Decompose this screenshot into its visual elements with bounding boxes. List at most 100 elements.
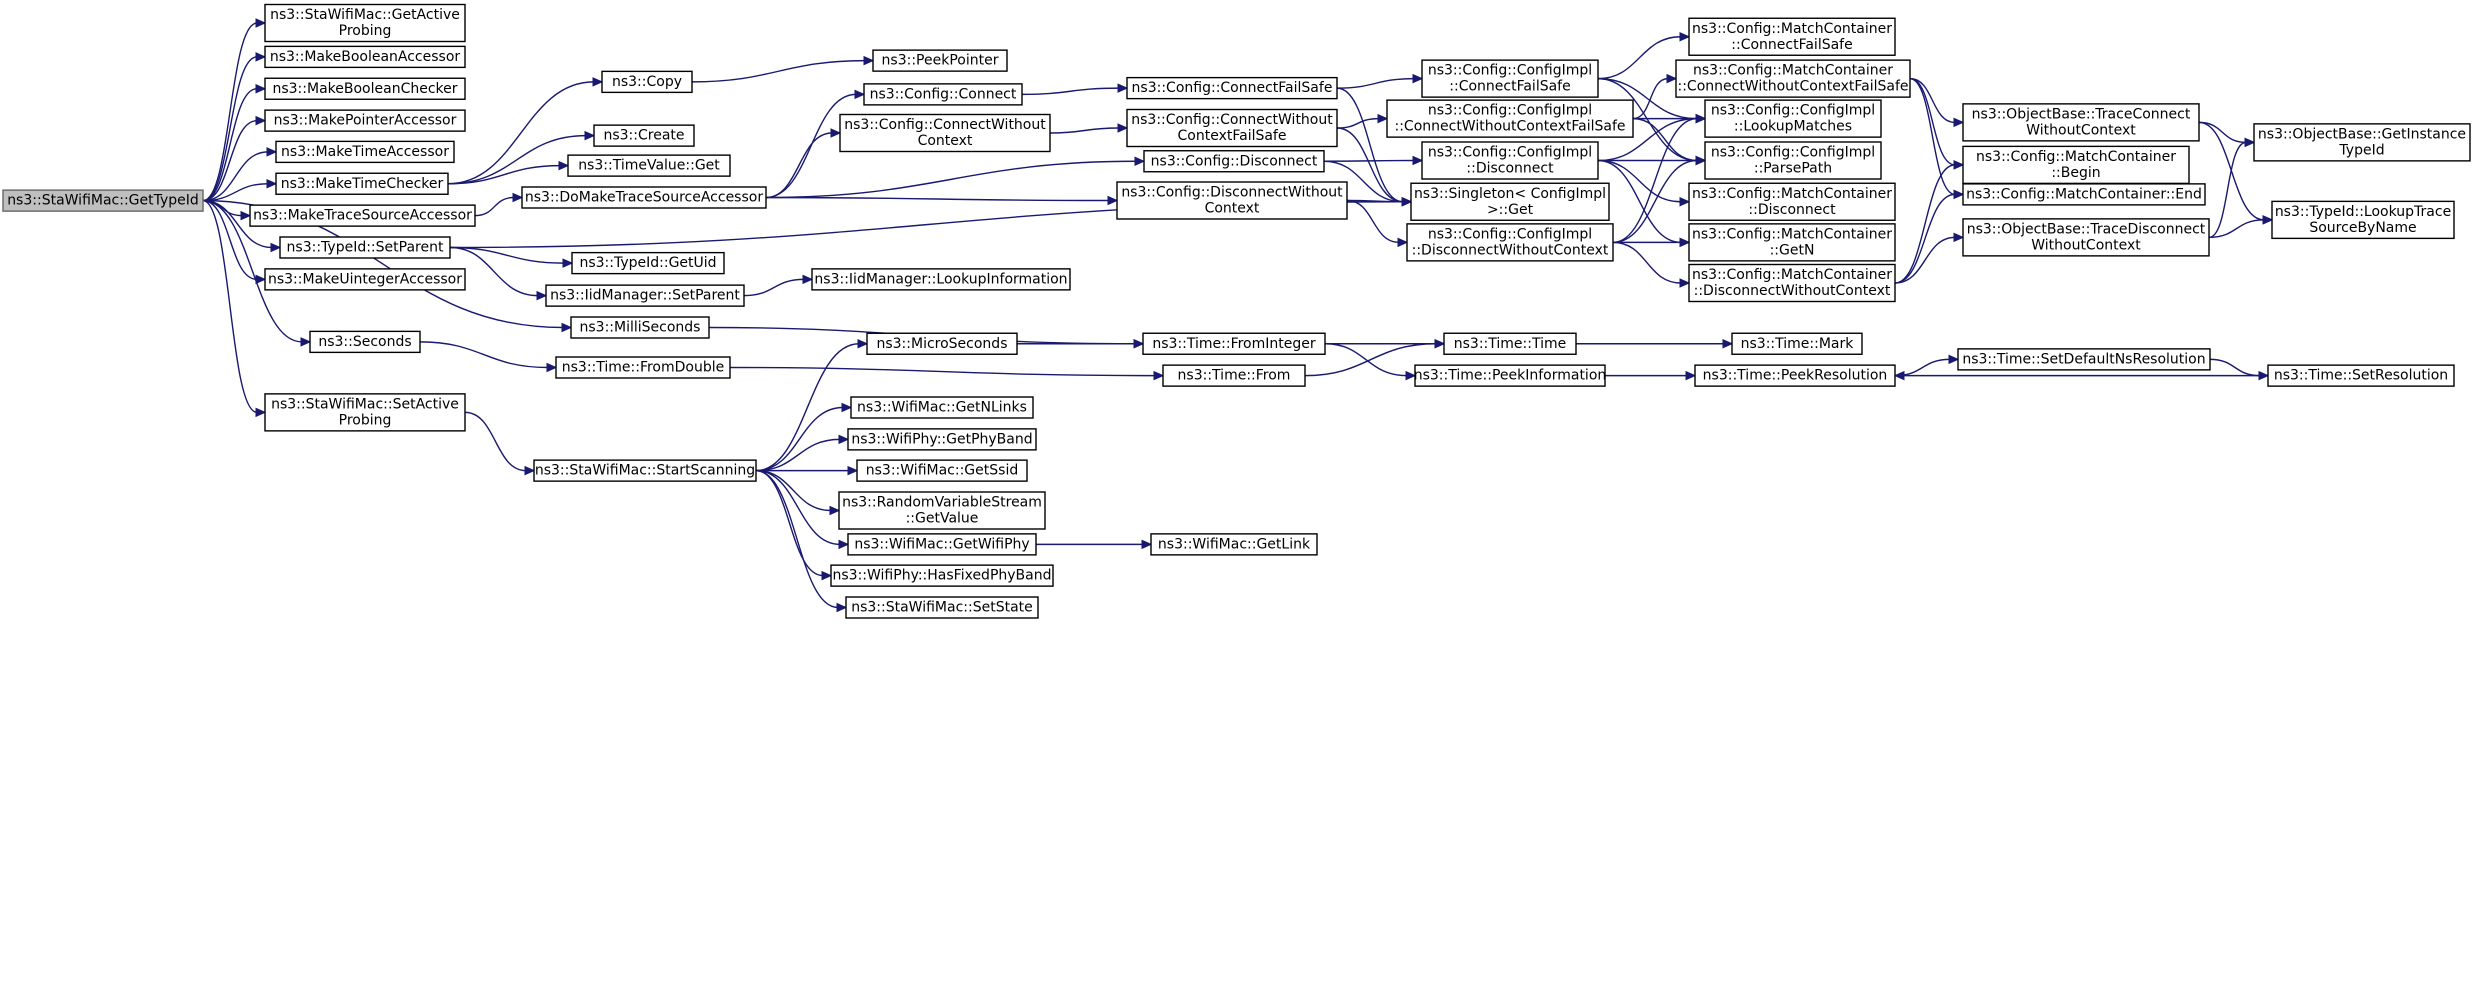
node-label: Probing (339, 412, 392, 428)
node-do-make-trace-src-acc[interactable]: ns3::DoMakeTraceSourceAccessor (521, 186, 767, 209)
node-config-disconnect[interactable]: ns3::Config::Disconnect (1143, 150, 1325, 173)
node-label: ns3::DoMakeTraceSourceAccessor (525, 190, 763, 206)
node-time-set-default-ns-res[interactable]: ns3::Time::SetDefaultNsResolution (1957, 348, 2211, 371)
node-make-ptr-acc[interactable]: ns3::MakePointerAccessor (264, 109, 466, 132)
node-wifi-mac-get-link[interactable]: ns3::WifiMac::GetLink (1150, 533, 1318, 556)
node-ob-trace-disconnect-without-ctx[interactable]: ns3::ObjectBase::TraceDisconnectWithoutC… (1962, 218, 2210, 257)
node-seconds[interactable]: ns3::Seconds (309, 330, 421, 354)
node-impl-connect-fail-safe[interactable]: ns3::Config::ConfigImpl::ConnectFailSafe (1421, 59, 1599, 98)
node-set-parent[interactable]: ns3::TypeId::SetParent (279, 236, 451, 259)
node-start-scanning[interactable]: ns3::StaWifiMac::StartScanning (533, 459, 757, 482)
node-get-type-id[interactable]: ns3::StaWifiMac::GetTypeId (2, 189, 204, 212)
edge-arrowhead (255, 115, 267, 126)
edge (202, 199, 258, 281)
node-mc-disconnect-without-ctx[interactable]: ns3::Config::MatchContainer::DisconnectW… (1688, 263, 1896, 303)
node-make-uint-acc[interactable]: ns3::MakeUintegerAccessor (264, 268, 466, 291)
edge (202, 56, 258, 202)
node-config-disconnect-without-ctx[interactable]: ns3::Config::DisconnectWithoutContext (1116, 181, 1348, 220)
node-label: ns3::Time::PeekResolution (1703, 368, 1888, 384)
node-label: ns3::WifiPhy::GetPhyBand (851, 431, 1032, 447)
node-config-connect-fail-safe[interactable]: ns3::Config::ConnectFailSafe (1126, 76, 1338, 100)
edge-arrowhead (854, 89, 866, 100)
node-time-peek-info[interactable]: ns3::Time::PeekInformation (1414, 364, 1607, 387)
node-rvs-get-value[interactable]: ns3::RandomVariableStream::GetValue (838, 491, 1046, 530)
node-time-mark[interactable]: ns3::Time::Mark (1731, 332, 1863, 355)
edge (447, 81, 595, 185)
node-config-connect-without-ctx-fs[interactable]: ns3::Config::ConnectWithoutContextFailSa… (1126, 108, 1338, 148)
edge-arrowhead (841, 402, 853, 413)
edge-arrowhead (562, 258, 574, 268)
node-make-time-chk[interactable]: ns3::MakeTimeChecker (275, 172, 449, 195)
node-box (2, 189, 204, 212)
node-impl-connect-without-ctx-fs[interactable]: ns3::Config::ConfigImpl::ConnectWithoutC… (1386, 99, 1634, 138)
node-label: ns3::MakeTraceSourceAccessor (253, 208, 472, 224)
node-time-time[interactable]: ns3::Time::Time (1443, 332, 1577, 355)
edge (1336, 117, 1380, 129)
node-label: ::DisconnectWithoutContext (1412, 242, 1609, 258)
node-mc-get-n[interactable]: ns3::Config::MatchContainer::GetN (1688, 223, 1896, 262)
node-peek-pointer[interactable]: ns3::PeekPointer (872, 49, 1008, 72)
node-sta-set-state[interactable]: ns3::StaWifiMac::SetState (845, 596, 1039, 619)
node-iid-set-parent[interactable]: ns3::IidManager::SetParent (545, 284, 745, 307)
node-copy[interactable]: ns3::Copy (601, 70, 693, 94)
node-label: ns3::MilliSeconds (580, 320, 701, 336)
node-time-peek-res[interactable]: ns3::Time::PeekResolution (1694, 364, 1896, 387)
node-label: ::DisconnectWithoutContext (1694, 283, 1891, 299)
node-box (839, 113, 1051, 153)
node-mc-connect-without-ctx-fs[interactable]: ns3::Config::MatchContainer::ConnectWith… (1675, 59, 1911, 98)
node-mc-connect-fail-safe[interactable]: ns3::Config::MatchContainer::ConnectFail… (1688, 17, 1896, 56)
node-mc-end[interactable]: ns3::Config::MatchContainer::End (1962, 183, 2206, 206)
edge-arrowhead (240, 210, 252, 221)
node-impl-parse-path[interactable]: ns3::Config::ConfigImpl::ParsePath (1704, 141, 1882, 180)
edge-arrowhead (1679, 196, 1691, 207)
node-make-time-acc[interactable]: ns3::MakeTimeAccessor (275, 140, 455, 164)
edge (1632, 117, 1698, 162)
edge (1597, 159, 1682, 244)
node-label: ns3::WifiMac::GetWifiPhy (854, 536, 1029, 552)
node-mc-disconnect[interactable]: ns3::Config::MatchContainer::Disconnect (1688, 182, 1896, 221)
node-config-connect-without-ctx[interactable]: ns3::Config::ConnectWithoutContext (839, 113, 1051, 153)
node-wifi-mac-get-ssid[interactable]: ns3::WifiMac::GetSsid (856, 459, 1028, 482)
node-impl-lookup-matches[interactable]: ns3::Config::ConfigImpl::LookupMatches (1704, 99, 1882, 138)
node-time-from[interactable]: ns3::Time::From (1162, 364, 1306, 387)
node-ob-trace-connect-without-ctx[interactable]: ns3::ObjectBase::TraceConnectWithoutCont… (1962, 103, 2200, 142)
node-time-set-res[interactable]: ns3::Time::SetResolution (2267, 364, 2455, 387)
node-config-connect[interactable]: ns3::Config::Connect (863, 83, 1023, 106)
node-time-value-get[interactable]: ns3::TimeValue::Get (567, 154, 731, 177)
node-mc-begin[interactable]: ns3::Config::MatchContainer::Begin (1962, 145, 2190, 185)
node-make-bool-acc[interactable]: ns3::MakeBooleanAccessor (264, 45, 466, 69)
node-wifi-mac-get-wifi-phy[interactable]: ns3::WifiMac::GetWifiPhy (847, 533, 1037, 556)
node-create[interactable]: ns3::Create (593, 124, 695, 147)
node-time-from-integer[interactable]: ns3::Time::FromInteger (1142, 332, 1326, 355)
node-time-from-double[interactable]: ns3::Time::FromDouble (555, 356, 731, 379)
node-micro-seconds[interactable]: ns3::MicroSeconds (866, 332, 1018, 355)
node-box (847, 533, 1037, 556)
node-label: ns3::Config::Connect (870, 86, 1017, 102)
node-impl-disconnect[interactable]: ns3::Config::ConfigImpl::Disconnect (1421, 141, 1599, 180)
node-make-trace-src-acc[interactable]: ns3::MakeTraceSourceAccessor (249, 204, 476, 227)
node-impl-disconnect-without-ctx[interactable]: ns3::Config::ConfigImpl::DisconnectWitho… (1406, 223, 1614, 262)
node-iid-lookup-info[interactable]: ns3::IidManager::LookupInformation (811, 268, 1071, 291)
node-wifi-phy-get-phy-band[interactable]: ns3::WifiPhy::GetPhyBand (847, 428, 1037, 451)
node-label: ::Disconnect (1748, 202, 1836, 218)
edge-arrowhead (857, 338, 869, 349)
node-label: Context (918, 133, 973, 149)
node-label: ns3::PeekPointer (882, 53, 999, 69)
node-singleton-get[interactable]: ns3::Singleton< ConfigImpl >::Get (1410, 182, 1610, 221)
node-label: ns3::Time::Mark (1741, 336, 1855, 352)
node-box (533, 459, 757, 482)
node-get-uid[interactable]: ns3::TypeId::GetUid (571, 251, 725, 275)
node-label: ns3::MakeBooleanAccessor (270, 49, 461, 65)
node-box (1143, 150, 1325, 173)
edge-arrowhead (584, 130, 596, 141)
node-wifi-phy-has-fixed-phy-band[interactable]: ns3::WifiPhy::HasFixedPhyBand (830, 564, 1054, 587)
node-make-bool-chk[interactable]: ns3::MakeBooleanChecker (264, 77, 466, 100)
node-milli-seconds[interactable]: ns3::MilliSeconds (570, 316, 710, 339)
node-wifi-mac-get-nlinks[interactable]: ns3::WifiMac::GetNLinks (850, 396, 1034, 419)
edge (1021, 87, 1120, 96)
edge-arrowhead (1117, 83, 1129, 93)
